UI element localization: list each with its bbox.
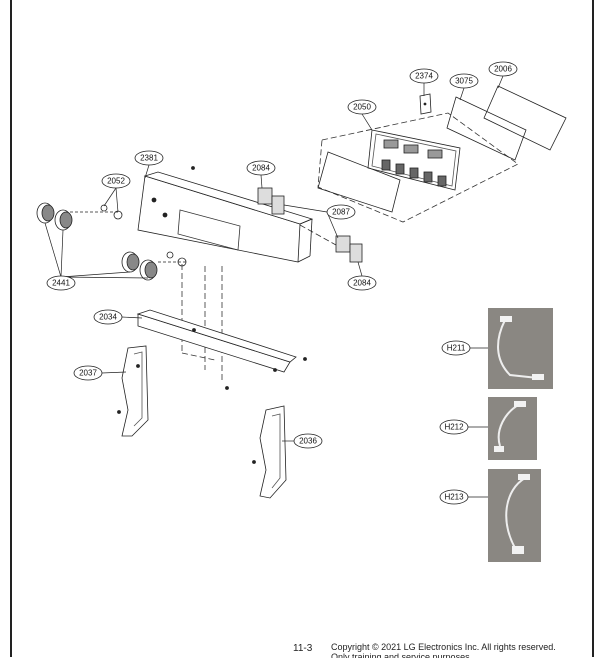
label-h211: H211 xyxy=(447,344,466,353)
callout-2050: 2050 xyxy=(347,99,377,115)
usage-notice: Only training and service purposes. xyxy=(331,652,473,658)
label-3075: 3075 xyxy=(455,77,473,86)
label-2087: 2087 xyxy=(332,208,350,217)
callout-2084-top: 2084 xyxy=(246,160,276,176)
label-2052: 2052 xyxy=(107,177,125,186)
harness-photo-h211 xyxy=(488,308,553,389)
screws xyxy=(117,166,307,464)
part-2034-bottom-trim xyxy=(136,309,297,373)
label-h213: H213 xyxy=(444,493,464,502)
label-2084-bottom: 2084 xyxy=(353,279,371,288)
page-number: 11-3 xyxy=(293,643,313,654)
leader-lines xyxy=(44,75,504,498)
part-2036-side-bracket xyxy=(259,405,287,499)
callout-2441: 2441 xyxy=(46,275,76,291)
label-2037: 2037 xyxy=(79,369,97,378)
label-2034: 2034 xyxy=(99,313,117,322)
callout-h212: H212 xyxy=(439,419,469,435)
harness-photo-h213 xyxy=(488,469,541,562)
part-2381-control-panel xyxy=(137,171,314,263)
label-2374: 2374 xyxy=(415,72,433,81)
callout-2037: 2037 xyxy=(73,365,103,381)
part-2037-side-bracket xyxy=(121,345,149,437)
page-frame xyxy=(10,0,594,657)
knob-2 xyxy=(54,209,73,231)
label-2441: 2441 xyxy=(52,279,70,288)
callout-2381: 2381 xyxy=(134,150,164,166)
callout-2374: 2374 xyxy=(409,68,439,84)
callouts: 2374 3075 2006 2050 2381 2084 2052 2087 … xyxy=(46,61,518,505)
callout-h213: H213 xyxy=(439,489,469,505)
callout-2036: 2036 xyxy=(293,433,323,449)
part-2050-display-panel xyxy=(317,151,401,213)
harness-photo-h212 xyxy=(488,397,537,460)
knob-4 xyxy=(139,259,158,281)
copyright-text: Copyright © 2021 LG Electronics Inc. All… xyxy=(331,642,556,652)
callout-3075: 3075 xyxy=(449,73,479,89)
part-3075-glass xyxy=(446,96,527,161)
callout-2006: 2006 xyxy=(488,61,518,77)
callout-2034: 2034 xyxy=(93,309,123,325)
part-2006-glass xyxy=(483,85,567,151)
washers-2052 xyxy=(70,204,188,267)
switch-2084-bottom xyxy=(335,235,363,263)
label-2381: 2381 xyxy=(140,154,158,163)
label-2036: 2036 xyxy=(299,437,317,446)
knob-3 xyxy=(121,251,140,273)
label-2006: 2006 xyxy=(494,65,512,74)
label-2084-top: 2084 xyxy=(252,164,270,173)
callout-2084-bottom: 2084 xyxy=(347,275,377,291)
callout-2087: 2087 xyxy=(326,204,356,220)
switch-2084-top xyxy=(257,187,285,215)
part-2374-bracket xyxy=(419,93,432,115)
label-2050: 2050 xyxy=(353,103,371,112)
label-h212: H212 xyxy=(444,423,464,432)
knob-group-2441 xyxy=(36,202,158,281)
knob-1 xyxy=(36,202,55,224)
part-2050-control-board xyxy=(367,129,461,191)
callout-h211: H211 xyxy=(441,340,471,356)
callout-2052: 2052 xyxy=(101,173,131,189)
